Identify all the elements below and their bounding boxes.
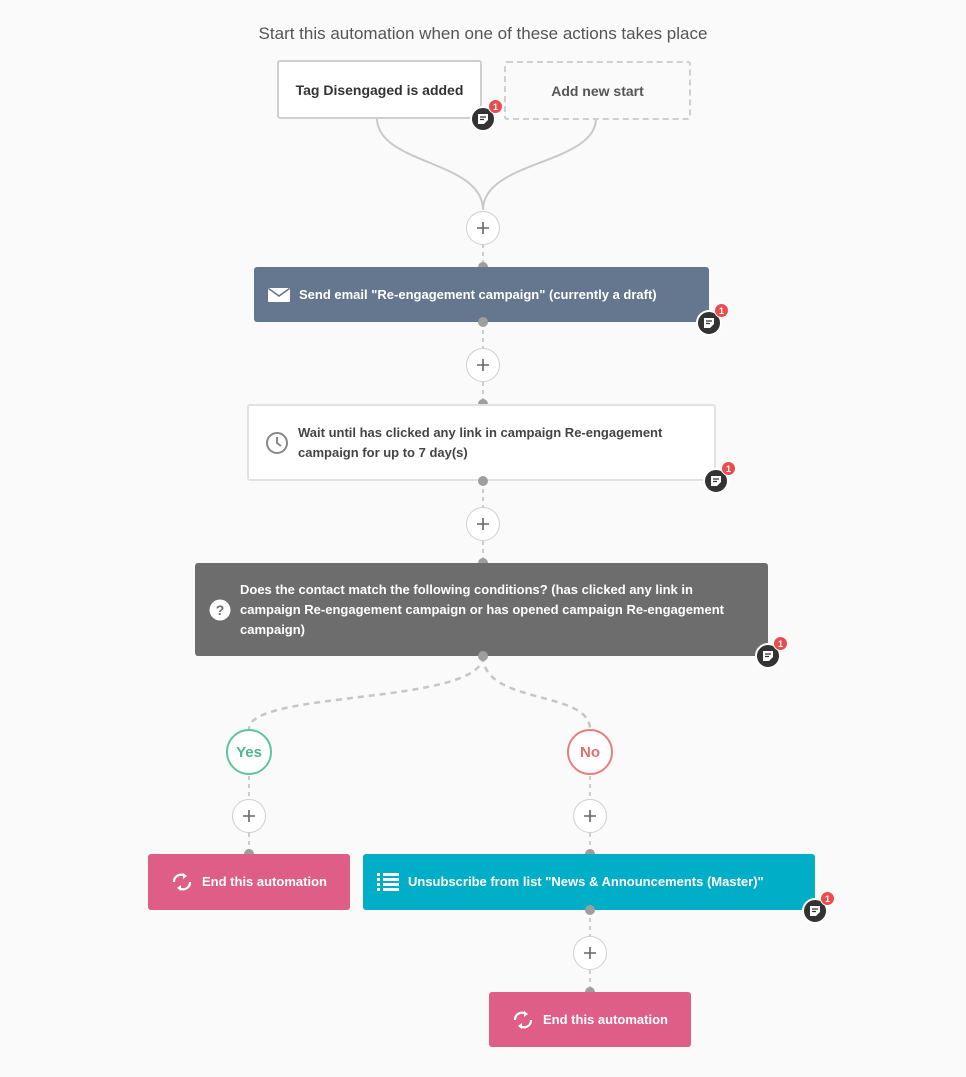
connector-dot: [585, 905, 595, 915]
end-automation-step-no[interactable]: End this automation: [489, 992, 691, 1047]
send-email-label: Send email "Re-engagement campaign" (cur…: [299, 286, 657, 302]
note-count-badge: 1: [773, 636, 788, 651]
no-branch-label: No: [567, 729, 613, 775]
wait-until-step[interactable]: Wait until has clicked any link in campa…: [247, 404, 716, 481]
add-new-start-button[interactable]: Add new start: [504, 61, 691, 120]
automation-start-header: Start this automation when one of these …: [258, 24, 708, 43]
note-count-badge: 1: [488, 99, 503, 114]
list-icon: [377, 873, 399, 891]
condition-step[interactable]: ? Does the contact match the following c…: [195, 563, 768, 656]
refresh-icon: [171, 873, 193, 891]
plus-icon: [477, 359, 489, 371]
plus-icon: [243, 810, 255, 822]
note-icon: [478, 114, 488, 124]
condition-note-button[interactable]: 1: [755, 636, 788, 669]
clock-icon: [265, 431, 289, 455]
add-step-button[interactable]: [466, 348, 500, 382]
note-count-badge: 1: [820, 891, 835, 906]
connector-dot: [478, 317, 488, 327]
unsubscribe-label: Unsubscribe from list "News & Announceme…: [408, 874, 764, 889]
question-circle-icon: ?: [209, 599, 231, 621]
refresh-icon: [512, 1010, 534, 1029]
svg-text:?: ?: [216, 602, 225, 618]
send-email-note-button[interactable]: 1: [696, 303, 729, 336]
plus-icon: [584, 810, 596, 822]
condition-label: Does the contact match the following con…: [240, 581, 724, 637]
note-count-badge: 1: [714, 303, 729, 318]
send-email-step[interactable]: Send email "Re-engagement campaign" (cur…: [254, 267, 709, 322]
no-label: No: [580, 743, 600, 761]
note-icon: [810, 906, 820, 916]
add-step-button[interactable]: [573, 936, 607, 970]
plus-icon: [477, 518, 489, 530]
add-step-button[interactable]: [573, 799, 607, 833]
plus-icon: [584, 947, 596, 959]
wait-until-label: Wait until has clicked any link in campa…: [298, 424, 663, 460]
note-count-badge: 1: [721, 461, 736, 476]
end-automation-label: End this automation: [543, 1011, 668, 1027]
yes-branch-label: Yes: [226, 729, 272, 775]
add-step-button[interactable]: [232, 799, 266, 833]
end-automation-step-yes[interactable]: End this automation: [148, 854, 350, 910]
note-icon: [763, 651, 773, 661]
connector-dot: [478, 651, 488, 661]
yes-label: Yes: [236, 743, 262, 761]
wait-note-button[interactable]: 1: [703, 461, 736, 494]
note-icon: [711, 476, 721, 486]
note-icon: [704, 318, 714, 328]
unsubscribe-note-button[interactable]: 1: [802, 891, 835, 924]
trigger-tag-added[interactable]: Tag Disengaged is added: [277, 60, 482, 119]
trigger-note-button[interactable]: 1: [470, 99, 503, 132]
trigger-label: Tag Disengaged is added: [295, 81, 464, 98]
add-step-button[interactable]: [466, 211, 500, 245]
envelope-icon: [268, 287, 290, 302]
add-new-start-label: Add new start: [551, 82, 644, 99]
plus-icon: [477, 222, 489, 234]
unsubscribe-step[interactable]: Unsubscribe from list "News & Announceme…: [363, 854, 815, 910]
connector-dot: [478, 476, 488, 486]
add-step-button[interactable]: [466, 507, 500, 541]
end-automation-label: End this automation: [202, 874, 327, 889]
